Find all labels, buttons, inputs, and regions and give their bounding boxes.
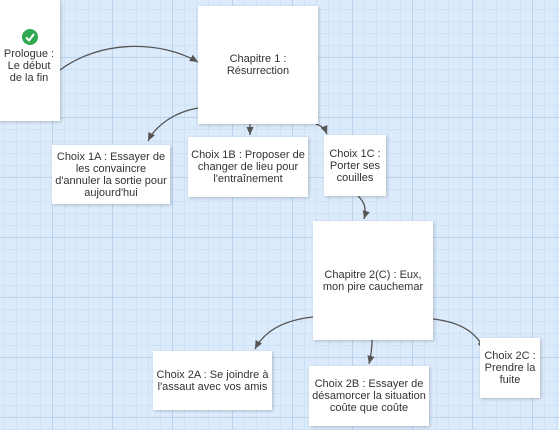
node-choix-1c-label: Choix 1C : Porter ses couilles bbox=[329, 147, 381, 184]
link-chapitre2c-choix2c bbox=[432, 318, 485, 351]
node-choix-2c[interactable]: Choix 2C : Prendre la fuite bbox=[480, 338, 540, 398]
link-chapitre2c-choix2b bbox=[367, 339, 375, 365]
node-chapitre-1-label: Chapitre 1 : Résurrection bbox=[226, 53, 290, 77]
link-prologue-chapitre1 bbox=[59, 45, 199, 71]
node-chapitre-2c-label: Chapitre 2(C) : Eux, mon pire cauchemar bbox=[322, 268, 424, 293]
node-choix-1a-label: Choix 1A : Essayer de les convaincre d'a… bbox=[55, 150, 167, 199]
link-chapitre1-choix1c bbox=[315, 123, 328, 135]
link-choix1c-chapitre2c bbox=[357, 195, 370, 220]
check-icon bbox=[22, 29, 38, 45]
node-choix-1c[interactable]: Choix 1C : Porter ses couilles bbox=[324, 135, 386, 196]
node-choix-1b[interactable]: Choix 1B : Proposer de changer de lieu p… bbox=[188, 137, 308, 197]
node-choix-1b-label: Choix 1B : Proposer de changer de lieu p… bbox=[191, 149, 305, 185]
node-choix-1a[interactable]: Choix 1A : Essayer de les convaincre d'a… bbox=[52, 145, 170, 204]
node-choix-2b[interactable]: Choix 2B : Essayer de désamorcer la situ… bbox=[309, 366, 429, 426]
node-choix-2c-label: Choix 2C : Prendre la fuite bbox=[484, 350, 536, 386]
node-chapitre-1[interactable]: Chapitre 1 : Résurrection bbox=[198, 6, 318, 124]
node-choix-2a[interactable]: Choix 2A : Se joindre à l'assaut avec vo… bbox=[153, 351, 272, 410]
node-choix-2a-label: Choix 2A : Se joindre à l'assaut avec vo… bbox=[156, 368, 269, 393]
node-choix-2b-label: Choix 2B : Essayer de désamorcer la situ… bbox=[312, 378, 426, 414]
link-chapitre1-choix1a bbox=[147, 107, 199, 142]
node-prologue[interactable]: Prologue : Le début de la fin bbox=[0, 0, 60, 121]
node-prologue-label: Prologue : Le début de la fin bbox=[3, 48, 55, 84]
link-chapitre2c-choix2a bbox=[254, 316, 314, 350]
node-chapitre-2c[interactable]: Chapitre 2(C) : Eux, mon pire cauchemar bbox=[313, 221, 433, 340]
